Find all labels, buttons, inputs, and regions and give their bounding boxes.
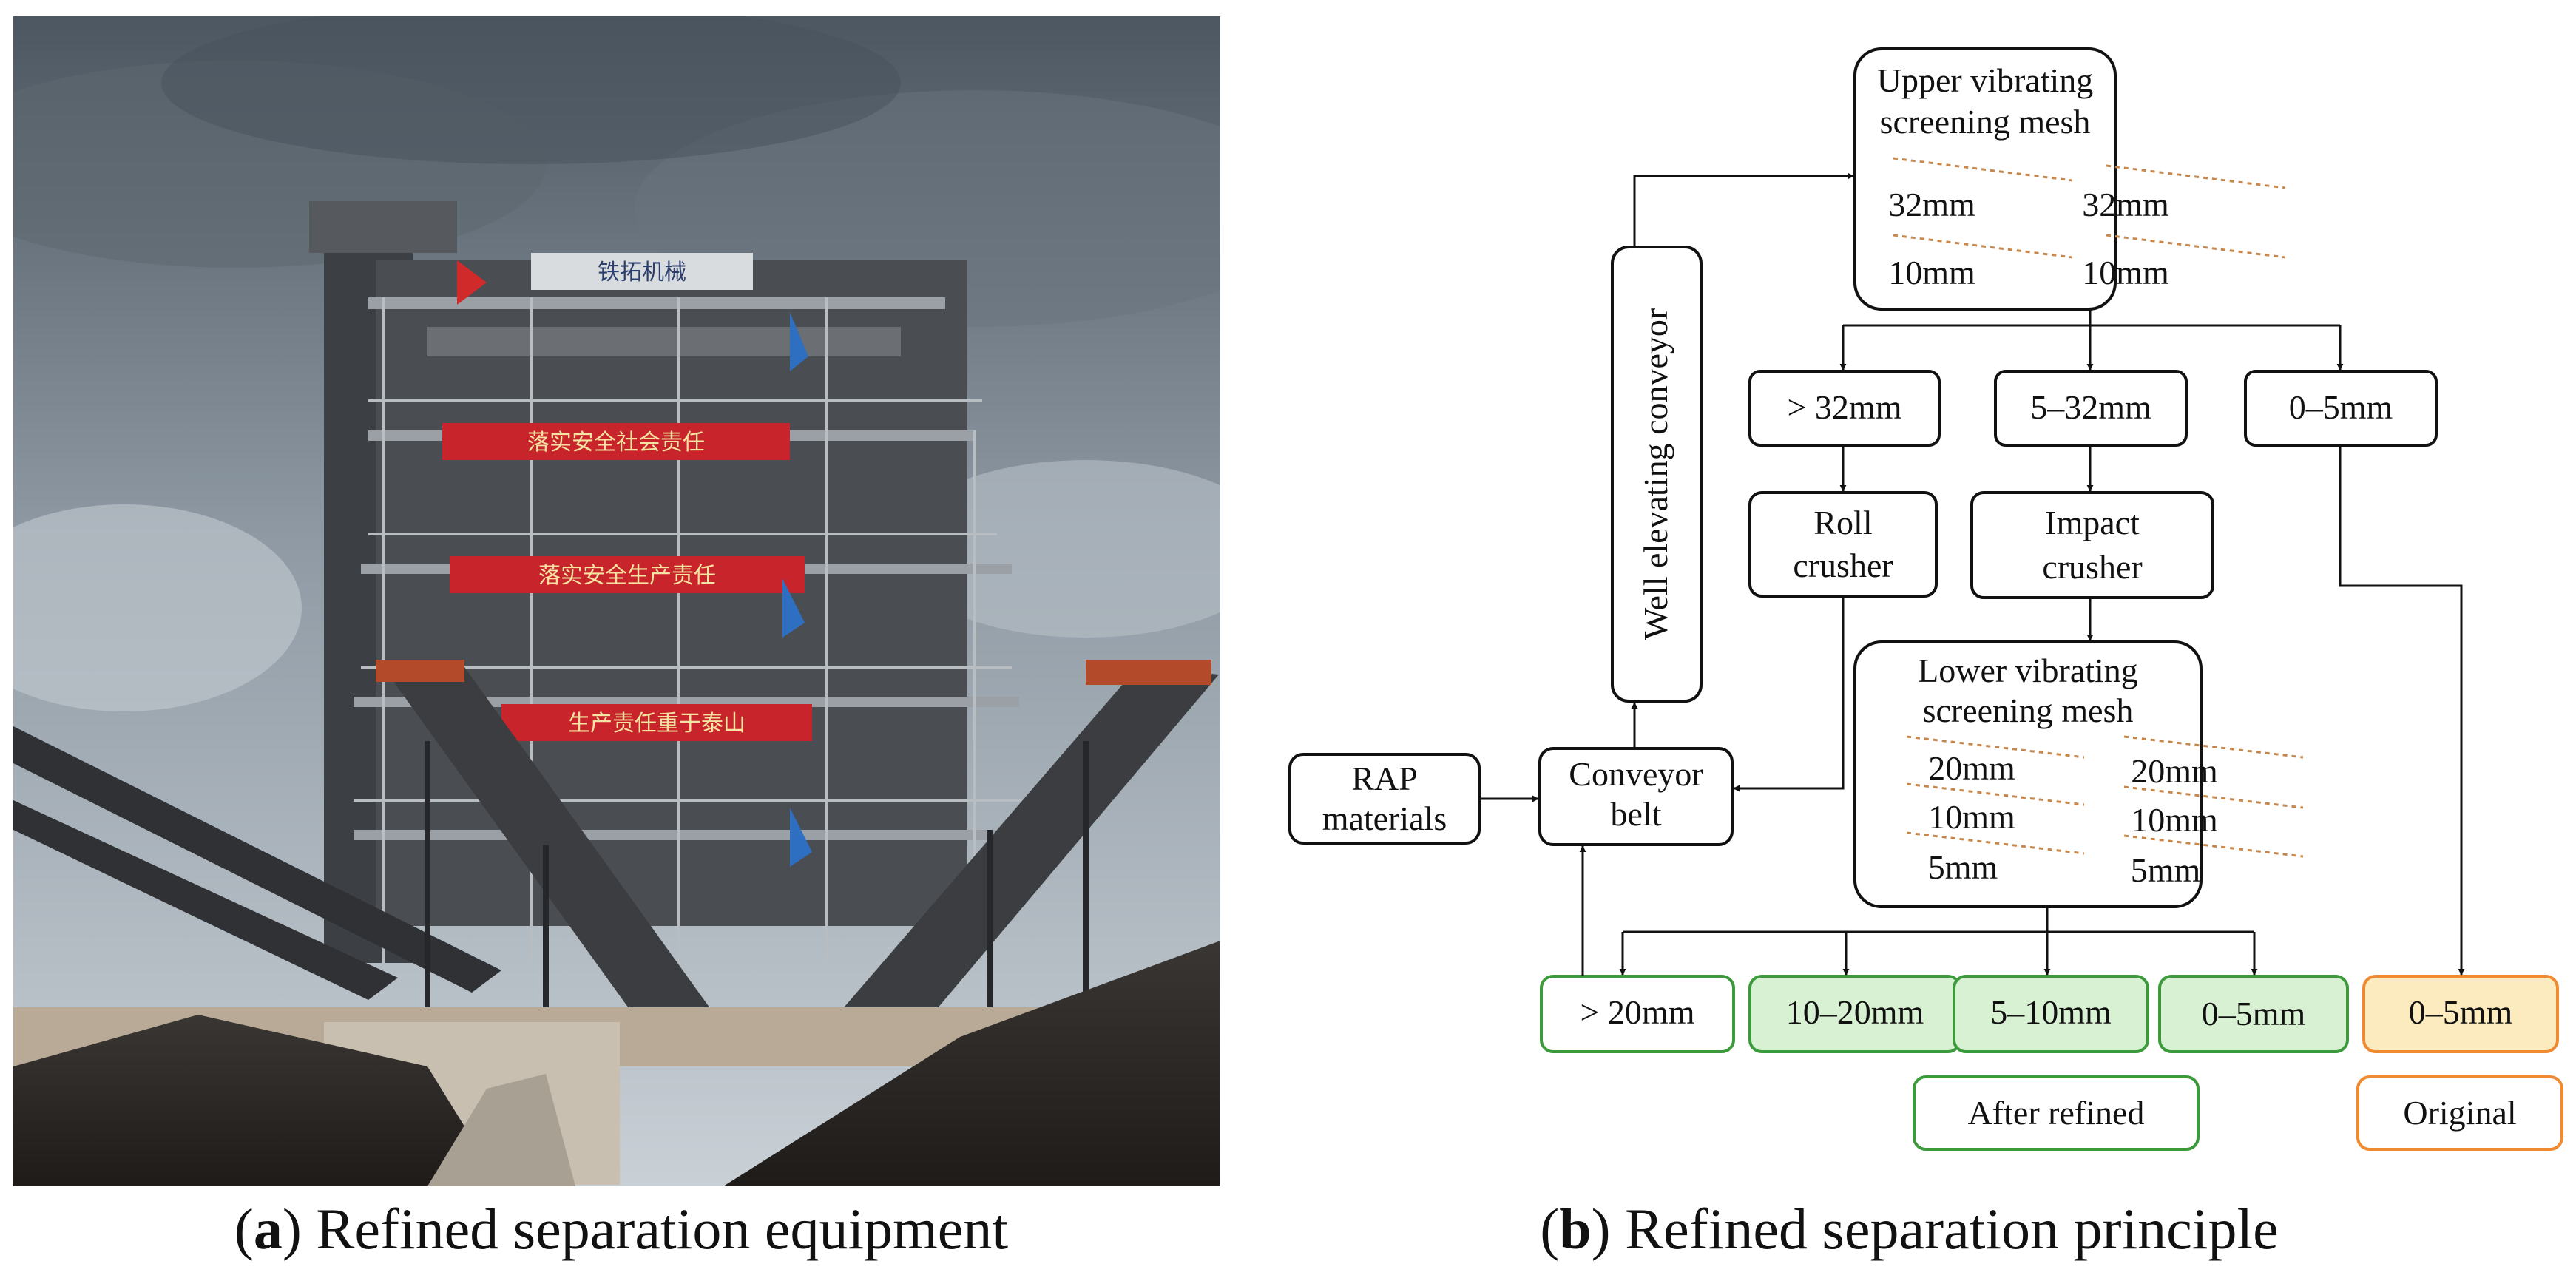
banners: 落实安全社会责任 落实安全生产责任 生产责任重于泰山 — [442, 260, 812, 867]
lower-mesh-left-1: 20mm — [1928, 749, 2015, 787]
lower-mesh-right-2: 10mm — [2131, 801, 2218, 839]
impact-crusher-line-1: Impact — [2045, 504, 2140, 541]
caption-b-text: Refined separation principle — [1610, 1197, 2279, 1261]
upper-mesh-title-1: Upper vibrating — [1877, 61, 2094, 99]
lower-mesh-title-1: Lower vibrating — [1918, 652, 2138, 689]
elevator-label: Well elevating conveyor — [1637, 308, 1674, 640]
conveyor-box — [1538, 747, 1734, 846]
elevator-box — [1611, 246, 1703, 703]
rap-line-1: RAP — [1351, 760, 1417, 797]
inclined-conveyors — [13, 660, 1219, 1052]
banner-1: 落实安全社会责任 — [527, 430, 705, 456]
caption-b: (b) Refined separation principle — [1540, 1197, 2279, 1261]
upper-mesh-box — [1853, 47, 2117, 311]
roll-crusher-line-2: crusher — [1793, 547, 1893, 584]
rap-line-2: materials — [1322, 799, 1447, 837]
split-fine: 0–5mm — [2289, 388, 2393, 426]
lower-mesh-title-2: screening mesh — [1923, 692, 2134, 729]
caption-a-text: Refined separation equipment — [301, 1197, 1009, 1261]
caption-a: (a) Refined separation equipment — [234, 1197, 1009, 1261]
output-o4: 0–5mm — [2202, 995, 2306, 1032]
split-coarse-box — [1748, 370, 1941, 447]
lower-mesh-right-1: 20mm — [2131, 752, 2218, 790]
lower-mesh-box — [1853, 640, 2203, 908]
output-o5-box — [2362, 975, 2559, 1053]
output-o4-box — [2158, 975, 2349, 1053]
upper-mesh-left-bottom: 10mm — [1888, 254, 1975, 291]
caption-b-letter: b — [1559, 1197, 1592, 1261]
output-o1-box — [1540, 975, 1735, 1053]
original-label: Original — [2403, 1094, 2516, 1132]
separation-diagram: Upper vibrating screening mesh 32mm 10mm… — [1288, 47, 2563, 1151]
output-o2: 10–20mm — [1786, 993, 1924, 1031]
roll-crusher-line-1: Roll — [1813, 504, 1872, 541]
aggregate-piles — [13, 941, 1220, 1186]
upper-mesh-right-bottom: 10mm — [2082, 254, 2169, 291]
split-coarse: > 32mm — [1787, 388, 1901, 426]
upper-mesh-left-top: 32mm — [1888, 186, 1975, 223]
after-refined-label: After refined — [1968, 1094, 2145, 1132]
lower-mesh-left-2: 10mm — [1928, 798, 2015, 836]
upper-mesh-right-top: 32mm — [2082, 186, 2169, 223]
banner-3: 生产责任重于泰山 — [568, 711, 746, 737]
upper-mesh-title-2: screening mesh — [1880, 103, 2091, 141]
conveyor-line-1: Conveyor — [1569, 755, 1703, 793]
lower-mesh-right-3: 5mm — [2131, 851, 2201, 889]
connectors — [1479, 172, 2465, 976]
output-o5: 0–5mm — [2409, 993, 2513, 1031]
banner-2: 落实安全生产责任 — [538, 563, 716, 589]
lower-mesh-left-3: 5mm — [1928, 848, 1998, 886]
impact-crusher-line-2: crusher — [2042, 548, 2142, 586]
after-refined-box — [1913, 1075, 2200, 1151]
caption-a-letter: a — [253, 1197, 283, 1261]
equipment-photo: 铁拓机械 落实安全社会责任 落实安全生产责任 生产责任重于泰山 — [13, 16, 1220, 1186]
original-box — [2356, 1075, 2563, 1151]
split-mid: 5–32mm — [2030, 388, 2151, 426]
conveyor-line-2: belt — [1611, 795, 1662, 833]
impact-crusher-box — [1970, 491, 2214, 599]
output-o1: > 20mm — [1580, 993, 1694, 1031]
mesh-lines — [1893, 157, 2304, 858]
output-o3: 5–10mm — [1990, 993, 2112, 1031]
output-o3-box — [1953, 975, 2149, 1053]
brand-sign: 铁拓机械 — [598, 260, 686, 285]
